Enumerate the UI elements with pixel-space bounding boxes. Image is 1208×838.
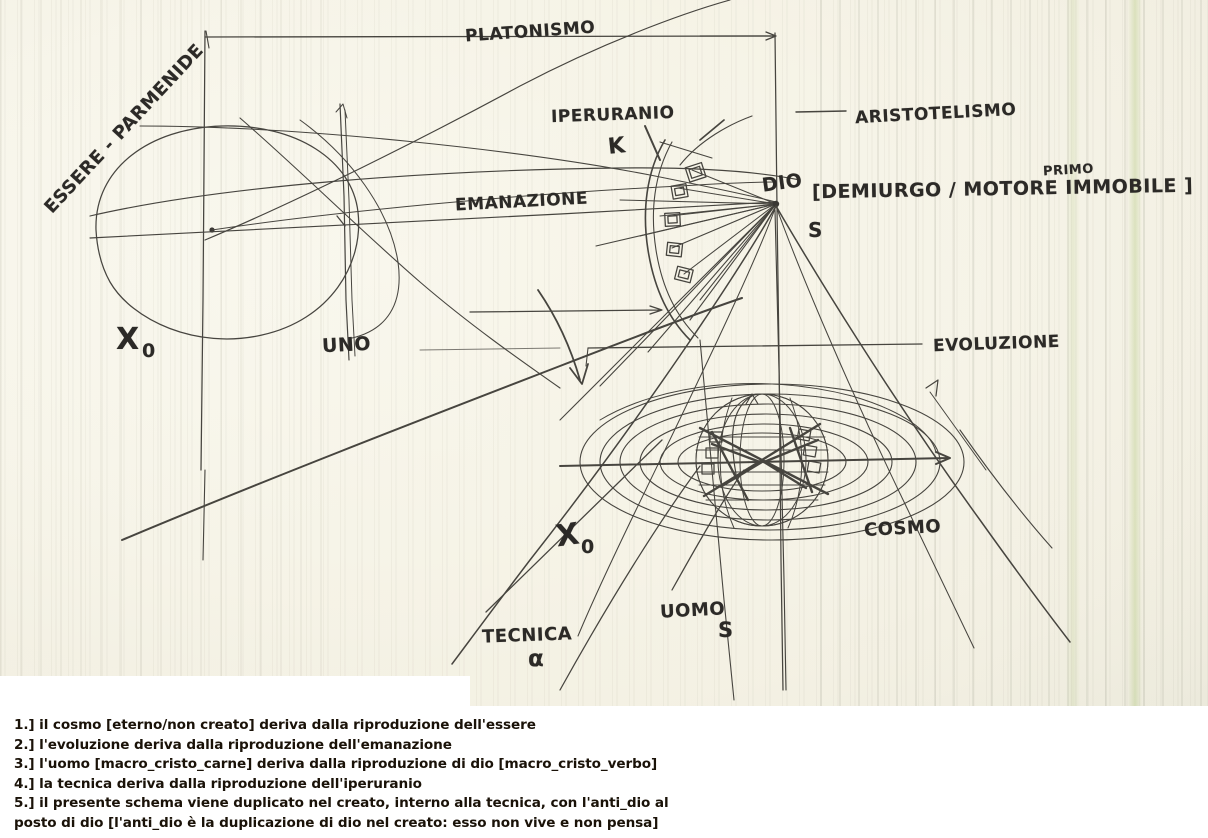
line-tecnica-b bbox=[559, 465, 701, 691]
line-oval-secondary bbox=[299, 119, 400, 339]
line-sweep-upper bbox=[89, 167, 801, 217]
line-iperuranio-tick-1 bbox=[644, 125, 661, 161]
cone-edge-left bbox=[451, 205, 777, 665]
caption-line-3: 3.] l'uomo [macro_cristo_carne] deriva d… bbox=[14, 756, 658, 773]
line-right-stray-b bbox=[929, 391, 987, 471]
shape-iperuranio-arc bbox=[644, 139, 691, 341]
line-vertical-cosmo-b bbox=[699, 339, 735, 701]
label-x0-left-sub: 0 bbox=[142, 340, 156, 362]
label-cosmo: COSMO bbox=[863, 515, 942, 542]
caption-block: 1.] il cosmo [eterno/non creato] deriva … bbox=[0, 706, 1208, 838]
line-sweep-emanazione bbox=[139, 125, 777, 203]
rays-from-dio-downleft bbox=[559, 203, 777, 421]
label-x0-left: X bbox=[116, 322, 140, 357]
label-uno: UNO bbox=[321, 332, 372, 358]
label-primo: PRIMO bbox=[1042, 161, 1095, 180]
line-vertical-left bbox=[200, 30, 206, 471]
caption-line-2: 2.] l'evoluzione deriva dalla riproduzio… bbox=[14, 736, 452, 753]
cosmo-meridian-extra bbox=[719, 397, 735, 529]
handdrawn-diagram bbox=[89, 0, 1071, 701]
caption-line-4: 4.] la tecnica deriva dalla riproduzione… bbox=[14, 775, 422, 792]
line-arrow-to-right-top bbox=[699, 31, 777, 41]
cosmo-center-beads bbox=[701, 428, 822, 475]
line-sweep-lower bbox=[89, 201, 777, 239]
line-iperuranio-up bbox=[679, 115, 753, 166]
line-top-horizontal bbox=[204, 35, 776, 38]
cosmo-outer-arc bbox=[599, 383, 937, 453]
line-bottom-faint bbox=[419, 347, 561, 351]
line-right-stray-a bbox=[959, 429, 1053, 549]
line-iperuranio-tick-3 bbox=[659, 141, 713, 159]
label-iperuranio-k: K bbox=[606, 133, 627, 160]
label-uomo-s: S bbox=[718, 618, 734, 642]
paper-bleedthrough-left bbox=[0, 0, 330, 706]
label-tecnica-alfa: α bbox=[528, 646, 545, 672]
shape-essere-oval bbox=[95, 125, 360, 340]
label-x0-bottom-sub: 0 bbox=[581, 536, 595, 558]
cone-inner-left bbox=[577, 205, 777, 637]
cosmo-ellipses bbox=[579, 383, 965, 541]
line-vertical-uno-tick bbox=[335, 103, 348, 119]
cone-edge-right bbox=[775, 205, 1071, 643]
caption-line-1: 1.] il cosmo [eterno/non creato] deriva … bbox=[14, 717, 536, 733]
line-iperuranio-tick-2 bbox=[699, 119, 725, 141]
point-dio-node bbox=[772, 200, 780, 208]
line-vertical-left-tick bbox=[205, 30, 210, 49]
green-highlight-band-1 bbox=[1128, 0, 1142, 706]
label-dio-s: S bbox=[808, 218, 823, 242]
line-evoluzione-tick bbox=[585, 347, 589, 367]
notebook-photo: PLATONISMO ESSERE - PARMENIDE IPERURANIO… bbox=[0, 0, 1208, 706]
line-tecnica-a bbox=[485, 439, 663, 613]
line-evoluzione-main bbox=[587, 343, 923, 349]
cosmo-center-scribble bbox=[698, 422, 830, 502]
caption-white-strip bbox=[0, 676, 470, 706]
caption-line-5: 5.] il presente schema viene duplicato n… bbox=[14, 795, 669, 831]
line-uomo-leader bbox=[671, 469, 745, 591]
point-uno-mark bbox=[336, 215, 346, 227]
line-diag-down-right bbox=[239, 117, 561, 389]
line-left-lower bbox=[202, 469, 206, 561]
line-vertical-uno-a bbox=[339, 103, 350, 361]
line-vertical-uno-b bbox=[344, 109, 356, 357]
paper-bleedthrough-texture bbox=[0, 0, 1208, 706]
green-highlight-band-2 bbox=[1066, 0, 1080, 706]
shape-iperuranio-arc2 bbox=[652, 141, 699, 339]
line-diag-up-right bbox=[204, 0, 731, 241]
label-x0-bottom: X bbox=[553, 516, 582, 555]
paper-bleedthrough-right bbox=[820, 0, 1208, 706]
arrow-curved-center bbox=[537, 289, 589, 385]
rays-into-dio bbox=[595, 169, 777, 301]
cone-inner-right bbox=[775, 205, 975, 649]
leader-aristotelismo bbox=[795, 110, 847, 113]
iperuranio-beads bbox=[664, 161, 707, 284]
label-tecnica: TECNICA bbox=[481, 623, 573, 648]
label-uomo: UOMO bbox=[659, 598, 726, 623]
line-right-arrowtip bbox=[925, 379, 939, 397]
line-vertical-cosmo-a bbox=[774, 209, 787, 691]
line-evoluzione-upper bbox=[469, 305, 663, 315]
cosmo-axis-main bbox=[559, 451, 951, 467]
line-sweep-mid bbox=[211, 181, 777, 231]
line-long-diagonal bbox=[121, 297, 743, 541]
cosmo-arrow-up bbox=[731, 393, 759, 475]
